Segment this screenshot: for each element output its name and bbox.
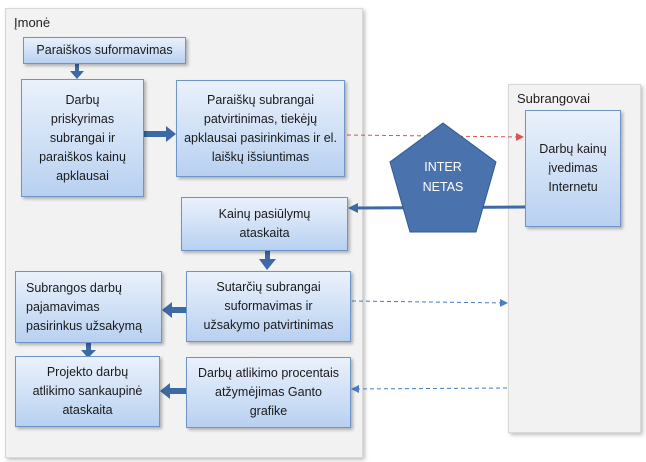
- arrow-b8-to-b7: [160, 383, 186, 399]
- box-subcontract-receipt: Subrangos darbų pajamavimas pasirinkus u…: [15, 271, 162, 343]
- dashed-arrow-b5-to-subcontractors: [351, 298, 508, 307]
- internet-label: INTER NETAS: [393, 157, 493, 197]
- internet-label-line1: INTER: [424, 160, 462, 174]
- arrow-b1-to-b2: [70, 64, 84, 79]
- box-application-approval: Paraiškų subrangai patvirtinimas, tiekėj…: [176, 80, 345, 177]
- dashed-arrow-subcontractors-to-b8: [351, 384, 508, 393]
- internet-label-line2: NETAS: [422, 180, 464, 194]
- box-application-formation: Paraiškos suformavimas: [23, 37, 186, 64]
- dashed-arrow-b3-to-b9: [346, 132, 524, 141]
- box-work-assignment: Darbų priskyrimas subrangai ir paraiškos…: [21, 79, 144, 197]
- box-price-offers-report: Kainų pasiūlymų ataskaita: [181, 197, 348, 251]
- box-cumulative-report: Projekto darbų atlikimo sankaupinė atask…: [15, 356, 160, 427]
- internet-pentagon: [389, 122, 497, 233]
- arrow-b2-to-b3: [144, 126, 176, 142]
- arrow-b4-to-b5: [259, 251, 276, 270]
- company-panel-label: Įmonė: [14, 15, 51, 30]
- box-gantt-marking: Darbų atlikimo procentais atžymėjimas Ga…: [186, 357, 351, 428]
- arrow-b5-to-b6: [162, 302, 186, 318]
- subcontractors-panel-label: Subrangovai: [517, 91, 590, 106]
- box-contract-formation: Sutarčių subrangai suformavimas ir užsak…: [186, 271, 351, 342]
- box-online-prices-entry: Darbų kainų įvedimas Internetu: [525, 110, 621, 227]
- arrow-b6-to-b7: [81, 343, 96, 358]
